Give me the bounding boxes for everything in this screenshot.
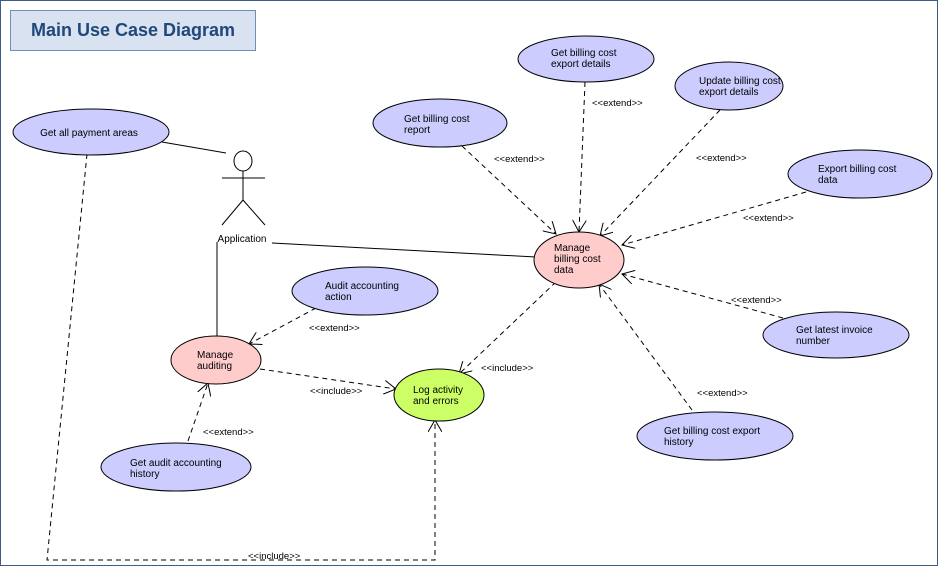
use-case-label: Export billing cost data [818, 164, 899, 186]
use-case-label: Get audit accounting history [130, 458, 225, 480]
use-case-label: Manage billing cost data [554, 243, 603, 276]
extend-line-export-details [579, 81, 585, 232]
association-payment-areas [161, 141, 227, 154]
extend-label-audit-action: <<extend>> [309, 323, 360, 334]
use-case-shape [170, 335, 262, 385]
use-case-label: Audit accounting action [325, 281, 402, 303]
extend-line-audit-history [187, 383, 208, 442]
use-case-get-billing-export-details[interactable]: Get billing cost export details [517, 35, 655, 83]
actor-label: Application [218, 234, 267, 245]
use-case-manage-auditing[interactable]: Manage auditing [170, 335, 262, 385]
extend-label-report: <<extend>> [494, 154, 545, 165]
use-case-shape [636, 411, 794, 461]
use-case-get-latest-invoice[interactable]: Get latest invoice number [762, 311, 910, 359]
extend-line-invoice [622, 274, 784, 319]
extend-line-audit-action [249, 307, 317, 344]
include-label-payment-log: <<include>> [248, 551, 301, 562]
include-label-auditing-log: <<include>> [310, 386, 363, 397]
use-case-label: Log activity and errors [413, 385, 466, 407]
use-case-audit-accounting-action[interactable]: Audit accounting action [291, 266, 439, 316]
actor-head [233, 150, 253, 172]
use-case-shape [533, 231, 625, 289]
extend-label-export-details: <<extend>> [592, 98, 643, 109]
include-line-payment-log [46, 153, 435, 561]
extend-line-update [600, 109, 721, 236]
use-case-get-billing-report[interactable]: Get billing cost report [372, 98, 508, 148]
include-line-billing-log [459, 281, 557, 374]
use-case-export-billing-data[interactable]: Export billing cost data [787, 149, 933, 199]
use-case-get-audit-history[interactable]: Get audit accounting history [100, 442, 252, 492]
extend-line-report [461, 145, 556, 234]
use-case-shape [12, 108, 170, 156]
use-case-label: Get all payment areas [40, 128, 138, 139]
actor-application: Application [218, 150, 267, 245]
use-case-label: Get billing cost export details [551, 48, 619, 70]
use-case-label: Manage auditing [197, 350, 236, 372]
use-case-shape [372, 98, 508, 148]
extend-label-export-data: <<extend>> [743, 213, 794, 224]
use-case-label: Update billing cost export details [699, 76, 784, 98]
use-case-label: Get billing cost export history [664, 426, 763, 448]
use-case-shape [787, 149, 933, 199]
extend-line-history [599, 284, 693, 411]
use-case-shape [291, 266, 439, 316]
use-case-shape [393, 368, 485, 422]
include-line-auditing-log [259, 368, 396, 389]
actor-left-leg [221, 199, 244, 226]
use-case-label: Get billing cost report [404, 114, 472, 136]
use-case-log-activity[interactable]: Log activity and errors [393, 368, 485, 422]
use-case-shape [762, 311, 910, 359]
use-case-get-payment-areas[interactable]: Get all payment areas [12, 108, 170, 156]
association-manage-billing [271, 242, 537, 258]
extend-line-export-data [622, 191, 807, 245]
use-case-shape [674, 61, 784, 111]
use-case-label: Get latest invoice number [796, 325, 876, 347]
actor-right-leg [242, 199, 266, 226]
use-case-get-export-history[interactable]: Get billing cost export history [636, 411, 794, 461]
extend-label-update: <<extend>> [696, 153, 747, 164]
extend-label-audit-history: <<extend>> [203, 427, 254, 438]
extend-label-history: <<extend>> [697, 388, 748, 399]
use-case-update-billing-export-details[interactable]: Update billing cost export details [674, 61, 784, 111]
extend-label-invoice: <<extend>> [731, 295, 782, 306]
diagram-title: Main Use Case Diagram [10, 10, 256, 51]
include-label-billing-log: <<include>> [481, 363, 534, 374]
use-case-manage-billing-data[interactable]: Manage billing cost data [533, 231, 625, 289]
use-case-shape [100, 442, 252, 492]
use-case-shape [517, 35, 655, 83]
